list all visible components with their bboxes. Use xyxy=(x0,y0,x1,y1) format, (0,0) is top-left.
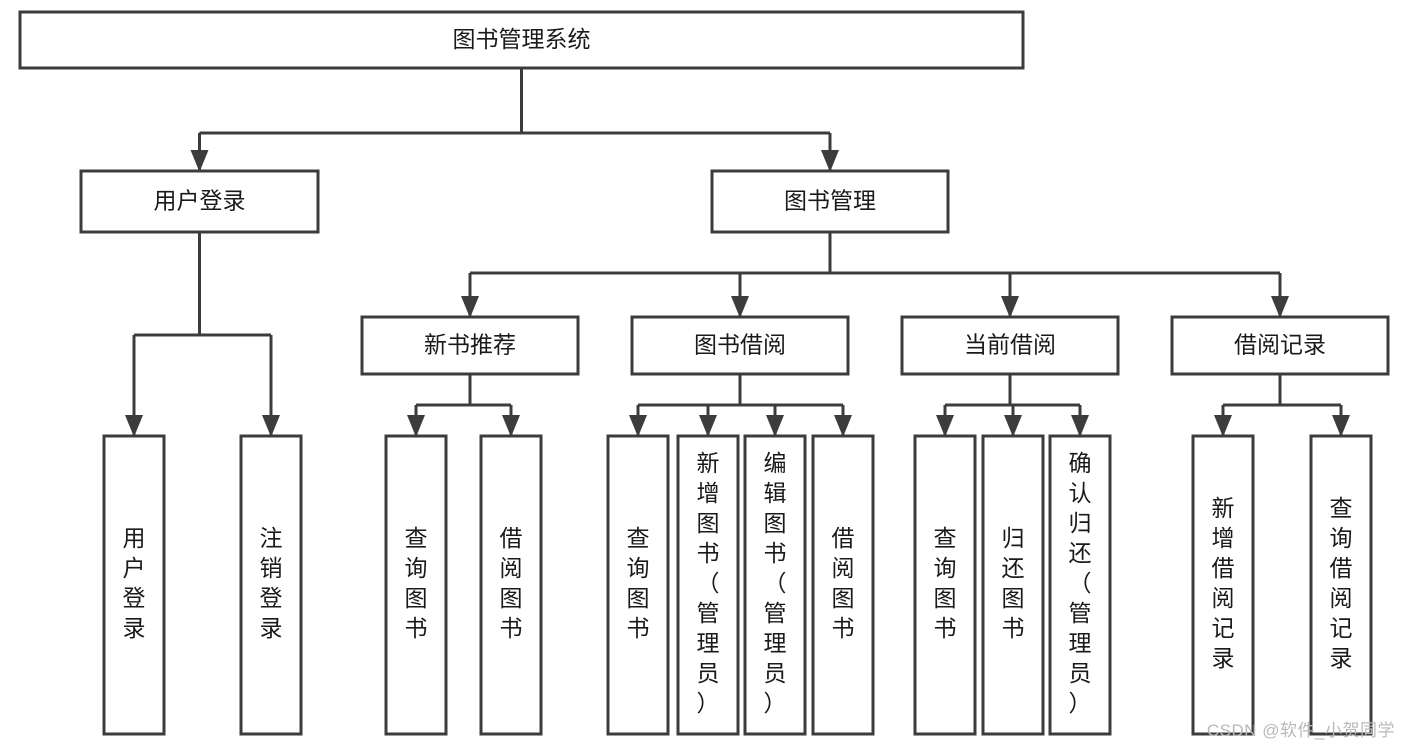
leaf-2-1[interactable]: 归还图书 xyxy=(981,434,1045,736)
node-level3-1-box xyxy=(630,315,850,376)
leaf-3-0-box xyxy=(1191,434,1255,736)
edges-layer xyxy=(125,68,1350,437)
leaf-1-1[interactable]: 新增图书（管理员） xyxy=(676,434,740,736)
leaf-user-login-0-label: 用户登录 xyxy=(123,525,146,641)
node-level3-1-label: 图书借阅 xyxy=(694,332,786,358)
node-level3-1[interactable]: 图书借阅 xyxy=(630,315,850,376)
edge-level3-1-arrow-3 xyxy=(834,415,852,437)
edge-root-arrow-0 xyxy=(190,150,209,172)
edge-book-management-arrow-3 xyxy=(1271,296,1289,318)
leaf-0-0[interactable]: 查询图书 xyxy=(384,434,448,736)
leaf-1-3-box xyxy=(811,434,875,736)
edge-level3-1-arrow-0 xyxy=(629,415,647,437)
leaf-1-0[interactable]: 查询图书 xyxy=(606,434,670,736)
edge-book-management-arrow-1 xyxy=(731,296,749,318)
watermark: CSDN @软件_小贺同学 xyxy=(1206,721,1395,740)
node-user-login[interactable]: 用户登录 xyxy=(79,169,320,234)
edge-level3-0-arrow-1 xyxy=(502,415,520,437)
node-level3-0-label: 新书推荐 xyxy=(424,332,516,358)
leaf-0-1-label: 借阅图书 xyxy=(500,525,523,641)
leaf-3-0[interactable]: 新增借阅记录 xyxy=(1191,434,1255,736)
leaf-user-login-1-label: 注销登录 xyxy=(260,525,283,641)
leaf-2-1-box xyxy=(981,434,1045,736)
node-level3-3-label: 借阅记录 xyxy=(1234,332,1326,358)
leaf-3-1-box xyxy=(1309,434,1373,736)
leaf-2-2-box xyxy=(1048,434,1112,736)
root-node-label: 图书管理系统 xyxy=(453,26,591,52)
node-user-login-label: 用户登录 xyxy=(154,188,246,214)
edge-user-login-arrow-1 xyxy=(262,415,280,437)
root-node-box xyxy=(18,10,1025,70)
leaf-1-3-label: 借阅图书 xyxy=(832,525,855,641)
leaf-1-1-label: 新增图书（管理员） xyxy=(697,450,720,716)
nodes-layer: 图书管理系统用户登录用户登录注销登录图书管理新书推荐查询图书借阅图书图书借阅查询… xyxy=(18,10,1390,736)
leaf-1-0-label: 查询图书 xyxy=(627,525,650,641)
leaf-3-1[interactable]: 查询借阅记录 xyxy=(1309,434,1373,736)
edge-level3-2-arrow-2 xyxy=(1071,415,1089,437)
edge-book-management-arrow-2 xyxy=(1001,296,1019,318)
node-level3-3[interactable]: 借阅记录 xyxy=(1170,315,1390,376)
node-level3-2-label: 当前借阅 xyxy=(964,332,1056,358)
node-book-management-box xyxy=(710,169,950,234)
leaf-0-0-box xyxy=(384,434,448,736)
node-book-management-label: 图书管理 xyxy=(784,188,876,214)
node-level3-2[interactable]: 当前借阅 xyxy=(900,315,1120,376)
leaf-1-3[interactable]: 借阅图书 xyxy=(811,434,875,736)
edge-user-login-arrow-0 xyxy=(125,415,143,437)
leaf-1-2-box xyxy=(743,434,807,736)
root-node[interactable]: 图书管理系统 xyxy=(18,10,1025,70)
edge-book-management-arrow-0 xyxy=(461,296,479,318)
leaf-2-0-box xyxy=(913,434,977,736)
leaf-user-login-1[interactable]: 注销登录 xyxy=(239,434,303,736)
leaf-1-1-box xyxy=(676,434,740,736)
leaf-2-0[interactable]: 查询图书 xyxy=(913,434,977,736)
edge-level3-3-arrow-0 xyxy=(1214,415,1232,437)
leaf-0-1-box xyxy=(479,434,543,736)
leaf-1-0-box xyxy=(606,434,670,736)
leaf-3-0-label: 新增借阅记录 xyxy=(1212,495,1235,671)
leaf-user-login-0-box xyxy=(102,434,166,736)
edge-level3-3-arrow-1 xyxy=(1332,415,1350,437)
edge-level3-1-arrow-1 xyxy=(699,415,717,437)
leaf-0-1[interactable]: 借阅图书 xyxy=(479,434,543,736)
node-user-login-box xyxy=(79,169,320,234)
edge-level3-0-arrow-0 xyxy=(407,415,425,437)
leaf-2-2[interactable]: 确认归还（管理员） xyxy=(1048,434,1112,736)
node-level3-0[interactable]: 新书推荐 xyxy=(360,315,580,376)
leaf-user-login-1-box xyxy=(239,434,303,736)
leaf-2-2-label: 确认归还（管理员） xyxy=(1069,450,1092,716)
leaf-2-1-label: 归还图书 xyxy=(1002,525,1025,641)
edge-level3-1-arrow-2 xyxy=(766,415,784,437)
leaf-0-0-label: 查询图书 xyxy=(405,525,428,641)
edge-level3-2-arrow-1 xyxy=(1004,415,1022,437)
leaf-2-0-label: 查询图书 xyxy=(934,525,957,641)
edge-root-arrow-1 xyxy=(821,150,839,172)
leaf-1-2[interactable]: 编辑图书（管理员） xyxy=(743,434,807,736)
leaf-3-1-label: 查询借阅记录 xyxy=(1330,495,1353,671)
edge-level3-2-arrow-0 xyxy=(936,415,954,437)
leaf-1-2-label: 编辑图书（管理员） xyxy=(764,450,787,716)
node-level3-2-box xyxy=(900,315,1120,376)
node-level3-0-box xyxy=(360,315,580,376)
leaf-user-login-0[interactable]: 用户登录 xyxy=(102,434,166,736)
node-level3-3-box xyxy=(1170,315,1390,376)
node-book-management[interactable]: 图书管理 xyxy=(710,169,950,234)
